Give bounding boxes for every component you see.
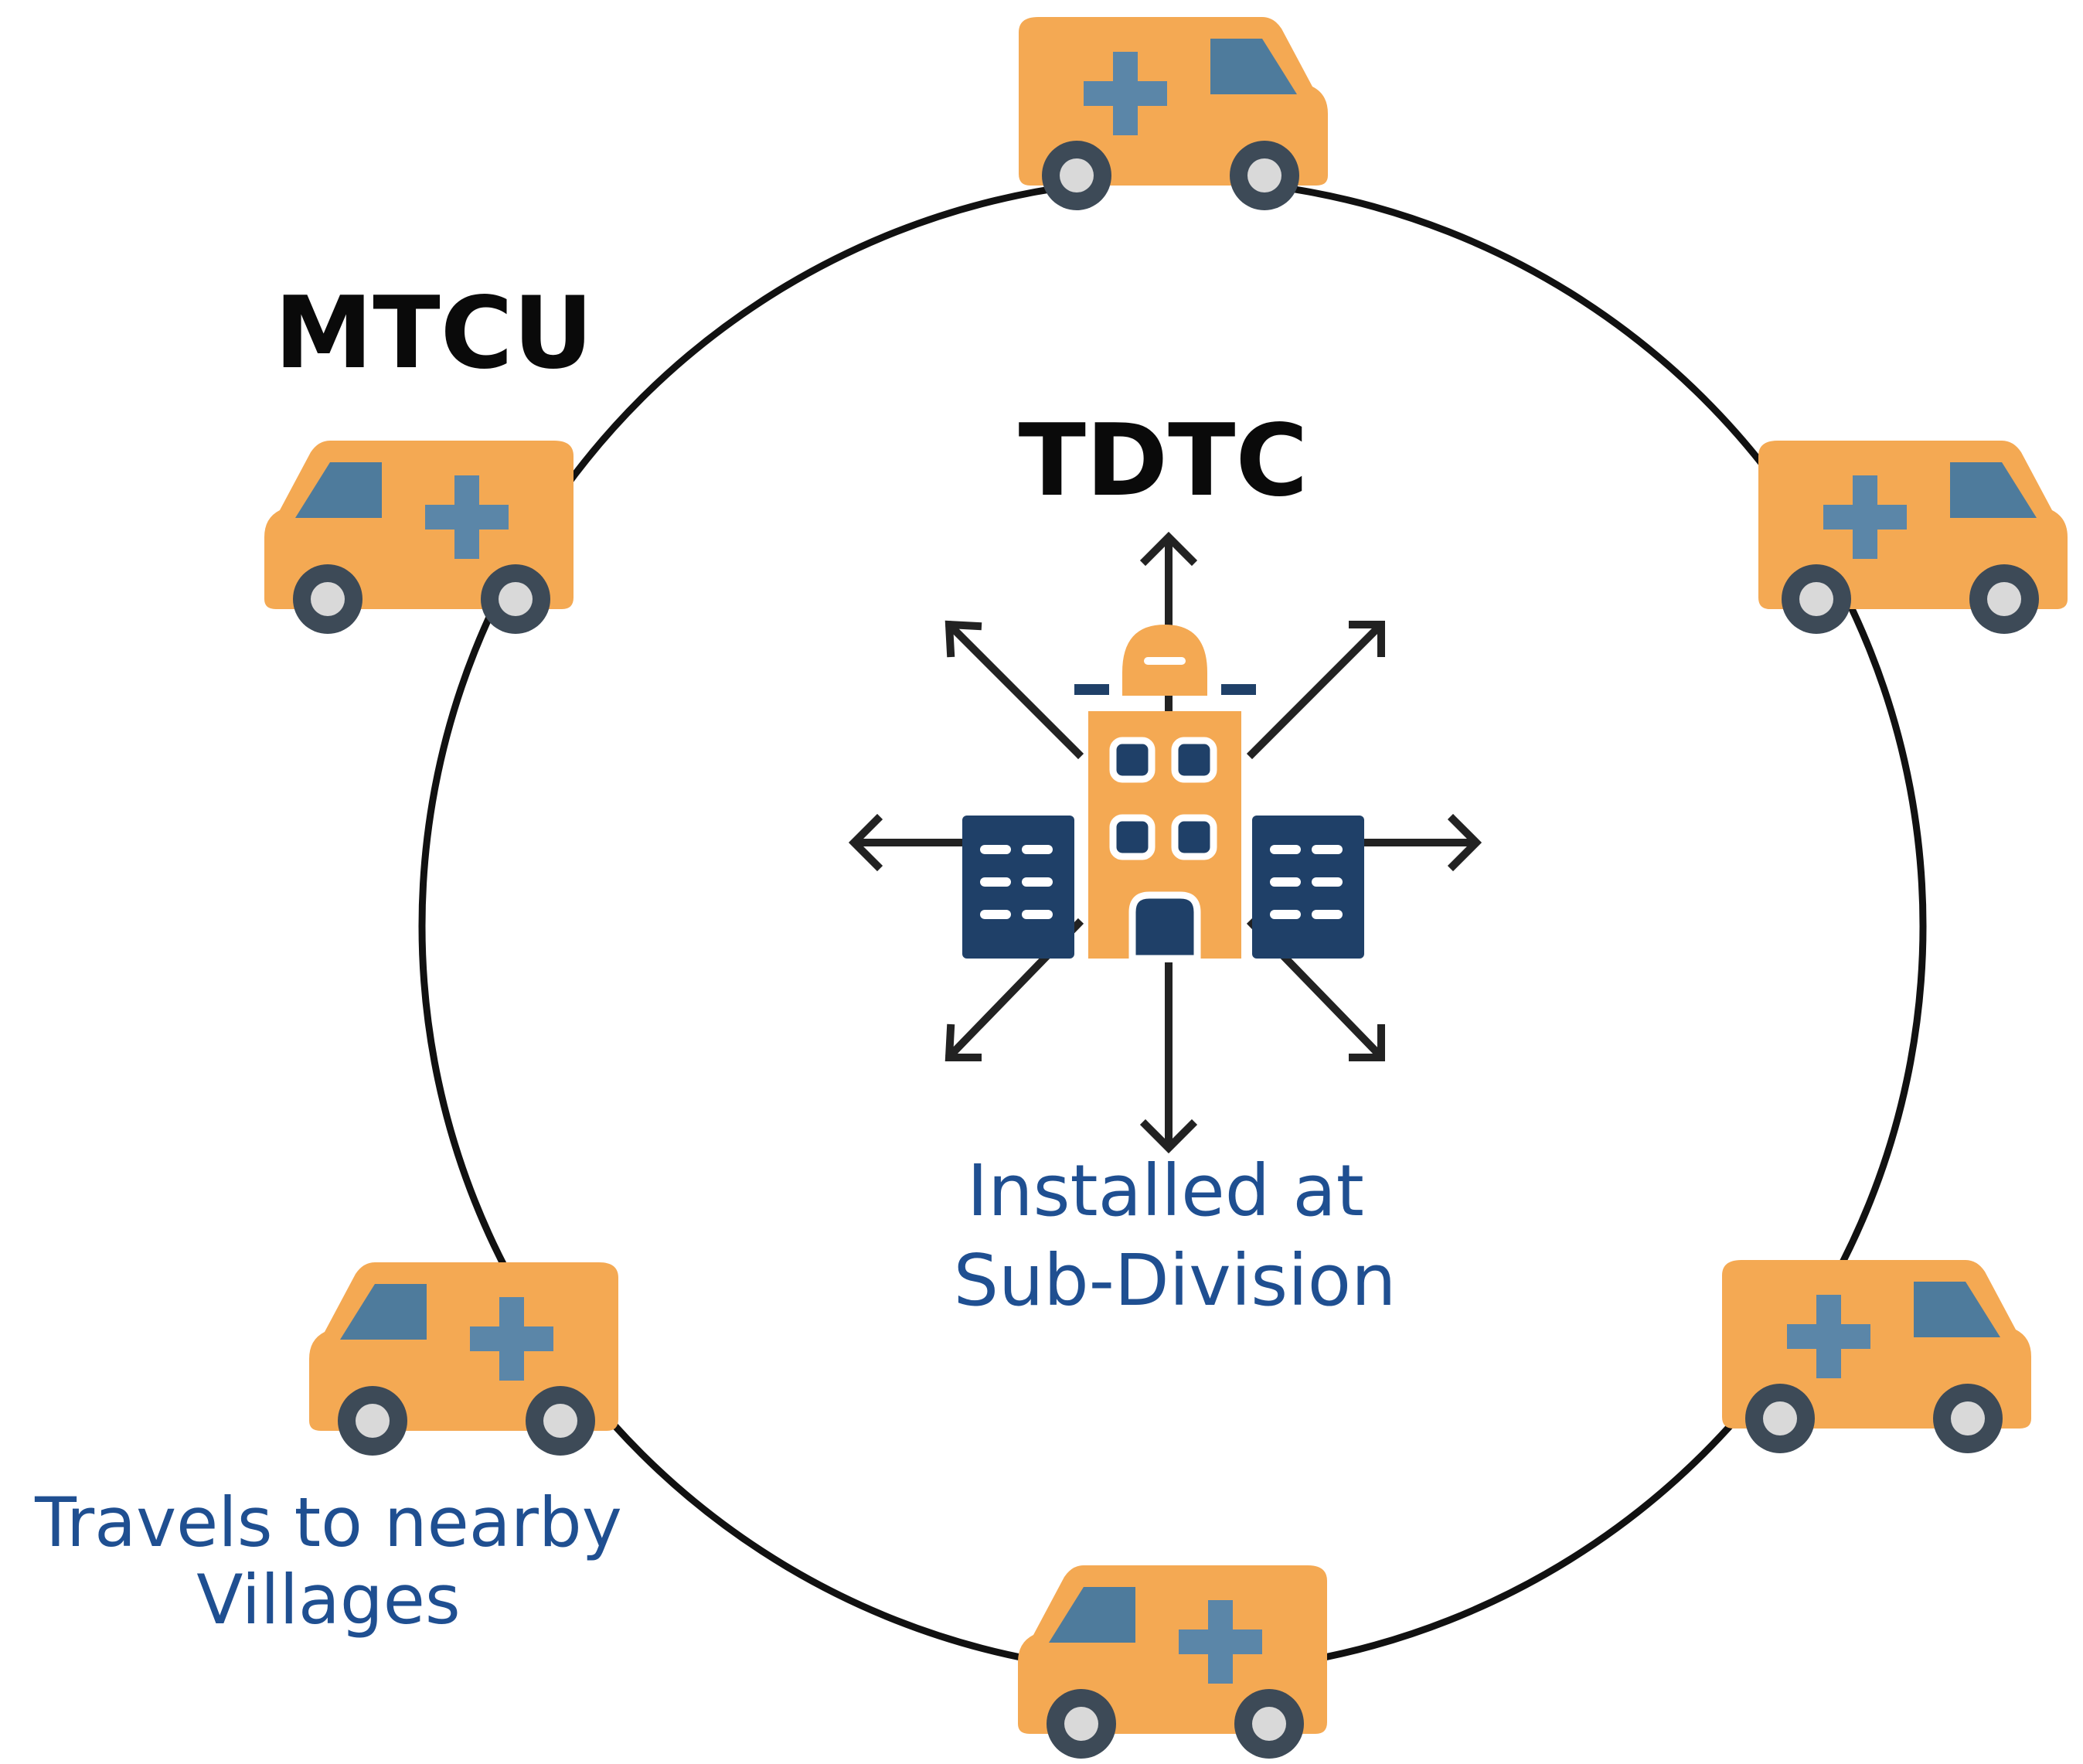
ambulance-van-icon [1722,1260,2031,1453]
hospital-building-icon [962,625,1364,962]
installed-label-line2: Sub-Division [954,1239,1397,1322]
travels-label-line1: Travels to nearby [34,1483,622,1562]
ambulance-van-icon [264,441,574,634]
ambulance-van-icon [309,1262,618,1456]
tdtc-label: TDTC [1019,404,1309,519]
installed-label-line1: Installed at [967,1149,1364,1232]
ambulance-van-icon [1758,441,2068,634]
ambulance-van-icon [1018,1565,1327,1759]
mtcu-label: MTCU [274,276,594,391]
travels-label-line2: Villages [196,1560,460,1640]
ambulance-van-icon [1019,17,1328,210]
